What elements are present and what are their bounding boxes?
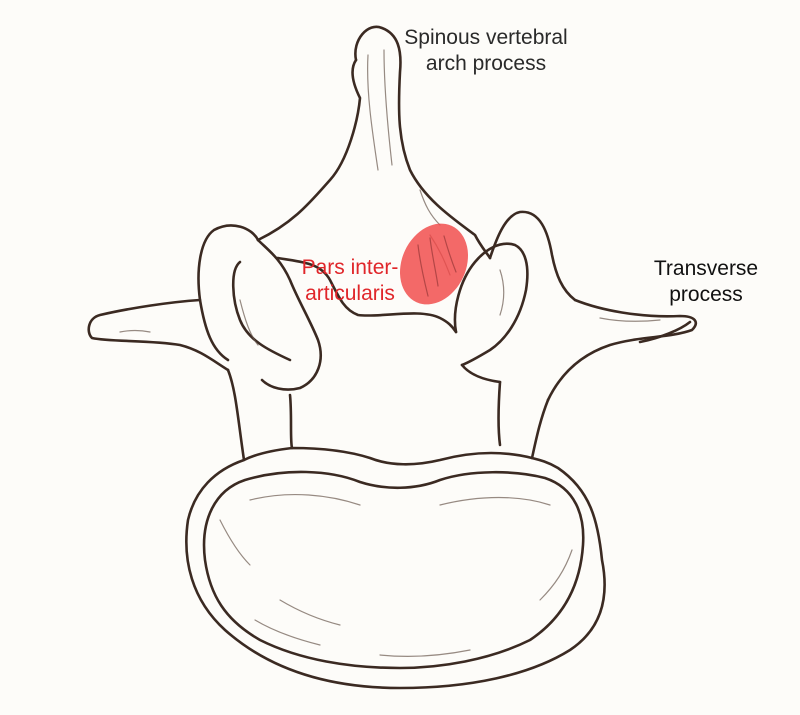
left-articular-process <box>197 224 260 362</box>
label-transverse-line2: process <box>669 283 743 306</box>
label-transverse-line1: Transverse <box>653 257 759 280</box>
label-spinous-line2: arch process <box>425 52 547 75</box>
vertebral-body-inner <box>202 470 585 670</box>
right-transverse-process <box>546 298 697 402</box>
label-pars-line1: Pars inter- <box>301 256 399 279</box>
right-articular-process <box>488 210 577 302</box>
lamina-edge <box>276 256 458 334</box>
vertebral-body-outer <box>185 446 606 690</box>
label-spinous-process: Spinous vertebral arch process <box>400 25 572 77</box>
label-transverse-process: Transverse process <box>648 256 764 308</box>
label-pars-line2: articularis <box>305 282 395 305</box>
label-spinous-line1: Spinous vertebral <box>404 26 568 49</box>
label-pars-interarticularis: Pars inter- articularis <box>288 255 412 307</box>
spinous-process-outline <box>354 25 492 260</box>
left-transverse-process <box>87 298 230 372</box>
